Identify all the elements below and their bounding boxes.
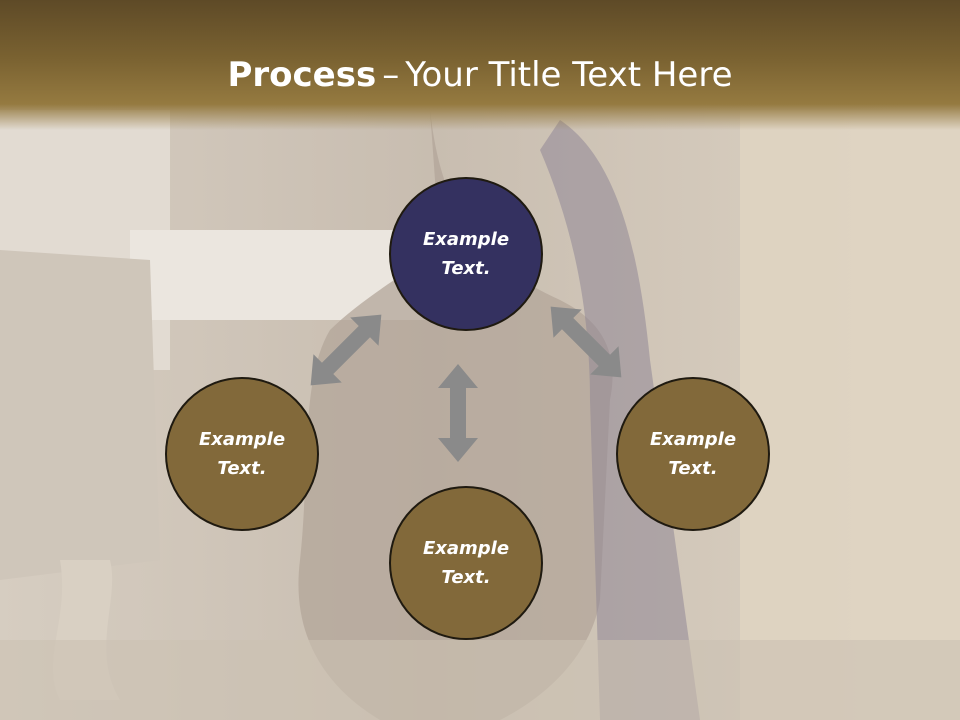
node-left-label: Example Text. bbox=[198, 429, 286, 479]
title-rest: Your Title Text Here bbox=[405, 55, 733, 95]
node-bottom[interactable]: Example Text. bbox=[389, 486, 543, 640]
title-bar bbox=[0, 0, 960, 130]
node-bottom-label: Example Text. bbox=[422, 538, 510, 588]
node-center[interactable]: Example Text. bbox=[389, 177, 543, 331]
arrow-center-left bbox=[310, 314, 382, 386]
title-bold: Process bbox=[227, 55, 377, 95]
node-center-label: Example Text. bbox=[422, 229, 510, 279]
node-right[interactable]: Example Text. bbox=[616, 377, 770, 531]
arrow-center-bottom bbox=[438, 364, 478, 462]
title-separator: – bbox=[382, 55, 400, 95]
slide-title: Process–Your Title Text Here bbox=[0, 50, 960, 100]
arrow-center-right bbox=[550, 306, 622, 378]
node-left[interactable]: Example Text. bbox=[165, 377, 319, 531]
node-right-label: Example Text. bbox=[649, 429, 737, 479]
